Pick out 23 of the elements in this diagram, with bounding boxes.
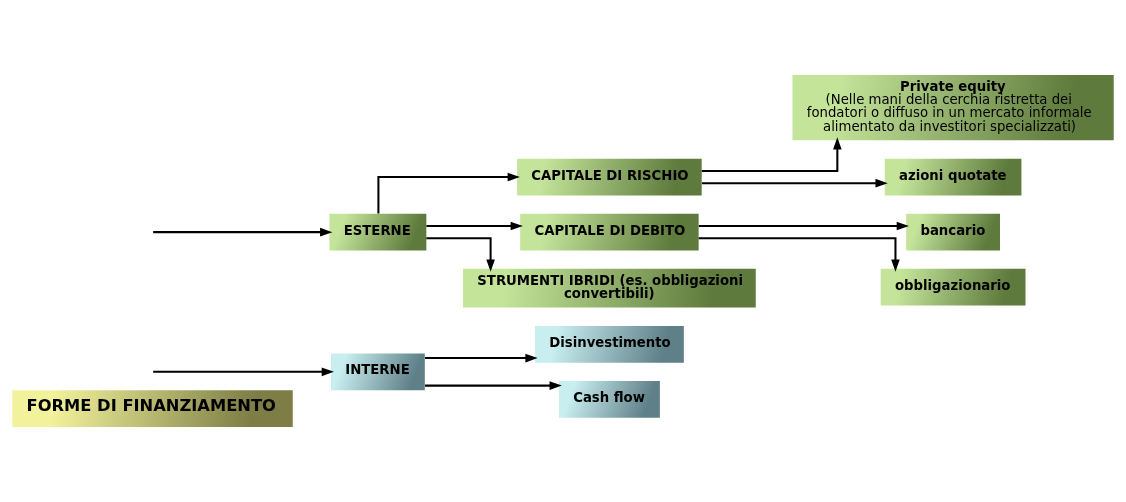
arrow	[698, 237, 900, 272]
node-box: azioni quotate	[884, 158, 1022, 196]
arrow	[698, 221, 909, 231]
arrow	[153, 367, 334, 377]
node-box: obbligazionario	[880, 268, 1026, 306]
node-box: STRUMENTI IBRIDI (es. obbligazioni convertibili)	[463, 268, 756, 308]
arrow	[425, 381, 562, 390]
node-box: Cash flow	[558, 381, 660, 418]
node-box: ESTERNE	[329, 213, 427, 251]
arrow	[701, 137, 842, 172]
node-box: Disinvestimento	[534, 325, 684, 363]
arrow	[701, 178, 888, 188]
node-box: INTERNE	[331, 353, 425, 391]
arrow	[426, 237, 495, 272]
arrow	[426, 221, 523, 231]
node-box: CAPITALE DI DEBITO	[520, 213, 699, 251]
node-box: Private equity (Nelle mani della cerchia ristretta dei fondatori o diffuso in un mercato informale alimentato da investitori specializzati)	[792, 75, 1114, 141]
arrow	[153, 227, 333, 237]
node-box: FORME DI FINANZIAMENTO	[12, 390, 293, 427]
node-box: bancario	[906, 213, 1000, 251]
arrow	[425, 353, 538, 363]
arrow	[377, 172, 520, 214]
node-box: CAPITALE DI RISCHIO	[517, 158, 702, 196]
